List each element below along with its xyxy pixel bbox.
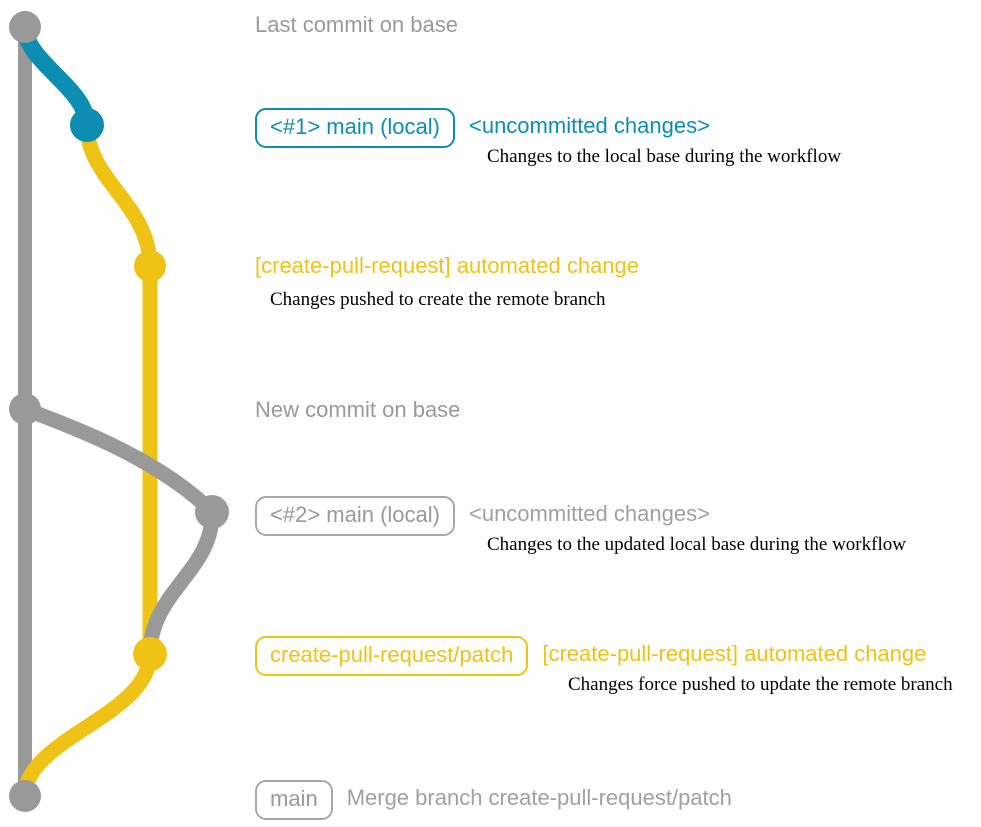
commit-row-local-1: <#1> main (local) <uncommitted changes> [255,108,710,148]
patch-merge-into-base [17,646,158,804]
commit-row-last-commit: Last commit on base [255,12,458,38]
commit-subject-patch-update: [create-pull-request] automated change [542,641,927,666]
commit-node-local-1[interactable] [70,108,104,142]
commit-row-merge: main Merge branch create-pull-request/pa… [255,780,732,820]
local-branch-curve [16,18,96,134]
commit-description-local-1: Changes to the local base during the wor… [487,146,842,167]
commit-subject-merge: Merge branch create-pull-request/patch [346,785,732,810]
commit-description-local-2: Changes to the updated local base during… [487,534,906,555]
commit-subject-local-2: <uncommitted changes> [468,501,710,526]
branch-badge-patch[interactable]: create-pull-request/patch [255,636,529,676]
commit-row-patch-create: [create-pull-request] automated change [255,253,639,279]
commit-row-local-2: <#2> main (local) <uncommitted changes> [255,496,710,536]
branch-badge-local-2[interactable]: <#2> main (local) [255,496,455,536]
commit-node-patch-update[interactable] [133,637,167,671]
commit-node-base-last[interactable] [9,11,41,43]
commit-subject-local-1: <uncommitted changes> [468,113,710,138]
update-branch-curve [17,401,220,520]
branch-badge-local-1[interactable]: <#1> main (local) [255,108,455,148]
commit-headline-new-commit: New commit on base [255,397,461,422]
commit-description-patch-create: Changes pushed to create the remote bran… [270,289,606,310]
commit-headline: Last commit on base [255,12,458,37]
commit-row-new-commit: New commit on base [255,397,460,423]
commit-row-patch-update: create-pull-request/patch [create-pull-r… [255,636,926,676]
commit-node-local-2[interactable] [195,495,229,529]
commit-description-patch-update: Changes force pushed to update the remot… [568,674,953,695]
commit-node-patch-create[interactable] [134,250,166,282]
commit-headline-patch-create: [create-pull-request] automated change [255,253,640,278]
commit-node-merge[interactable] [9,780,41,812]
patch-branch-curve [79,117,158,662]
commit-node-base-new[interactable] [9,393,41,425]
branch-badge-main[interactable]: main [255,780,333,820]
update-branch-rejoin [142,504,220,662]
